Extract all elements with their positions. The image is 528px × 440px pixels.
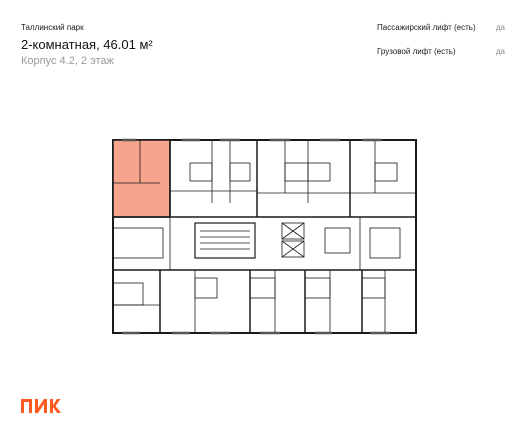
spec-value: да (495, 23, 505, 32)
spec-label: Грузовой лифт (есть) (377, 47, 456, 56)
highlighted-apartment[interactable] (112, 139, 171, 218)
spec-passenger-lift: Пассажирский лифт (есть) да (377, 23, 505, 33)
spec-value: да (495, 47, 505, 56)
apartment-title: 2-комнатная, 46.01 м² (21, 37, 153, 52)
spec-freight-lift: Грузовой лифт (есть) да (377, 47, 505, 57)
floor-plan (112, 138, 417, 335)
pik-logo (21, 399, 61, 413)
spec-label: Пассажирский лифт (есть) (377, 23, 476, 32)
apartment-subtitle: Корпус 4.2, 2 этаж (21, 55, 114, 67)
complex-name: Таллинский парк (21, 23, 84, 32)
